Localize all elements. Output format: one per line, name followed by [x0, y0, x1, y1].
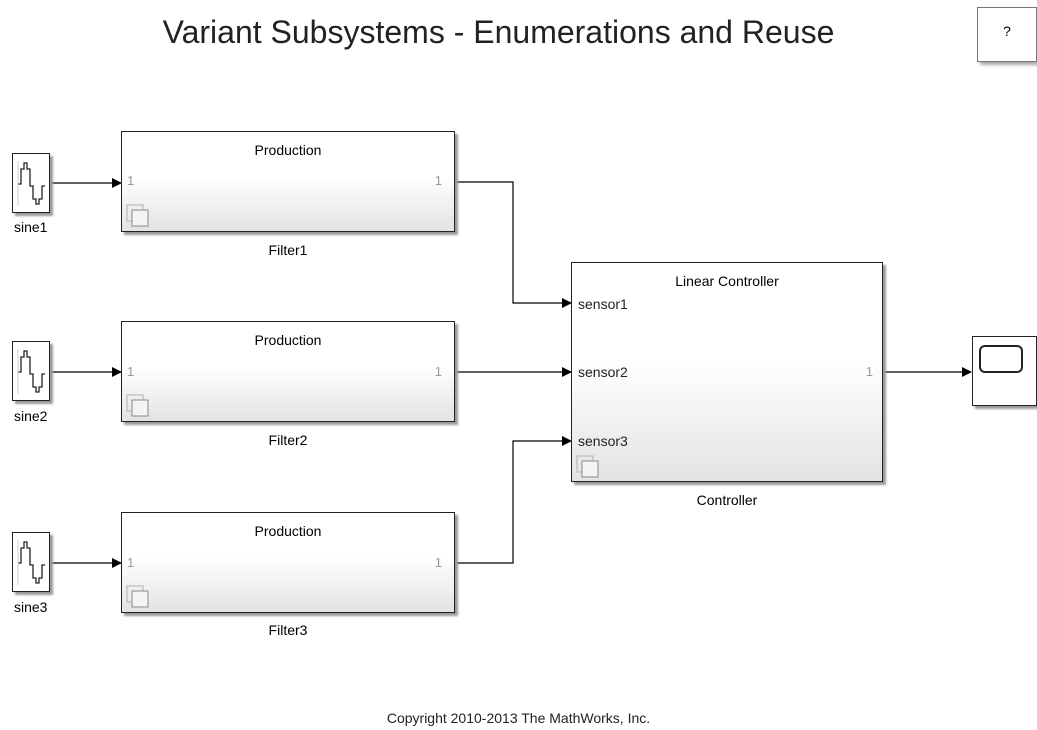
- in-port-label: 1: [127, 173, 135, 188]
- controller-name: Controller: [696, 492, 758, 508]
- sensor3-port-label: sensor3: [578, 433, 628, 449]
- variant-subsystem-icon: [576, 455, 599, 478]
- variant-label: Linear Controller: [675, 273, 779, 289]
- variant-subsystem-icon: [126, 585, 149, 608]
- filter-subsystem-block[interactable]: Production 1 1: [121, 131, 455, 232]
- variant-subsystem-icon: [126, 394, 149, 417]
- scope-icon: [979, 345, 1023, 373]
- diagram-title: Variant Subsystems - Enumerations and Re…: [162, 14, 835, 50]
- out-port-label: 1: [865, 364, 873, 379]
- filter3-name: Filter3: [268, 622, 308, 638]
- scope-block[interactable]: [972, 336, 1037, 406]
- wire-filter3-controller: [455, 436, 572, 564]
- sine-wave-icon: [17, 349, 45, 394]
- copyright-text: Copyright 2010-2013 The MathWorks, Inc.: [386, 710, 651, 726]
- sine-wave-icon: [17, 161, 45, 206]
- variant-label: Production: [254, 332, 322, 348]
- filter-subsystem-block[interactable]: Production 1 1: [121, 321, 455, 422]
- sine-source-block[interactable]: [12, 153, 50, 213]
- wire-filter1-controller: [455, 181, 572, 308]
- sine-wave-icon: [17, 540, 45, 585]
- variant-label: Production: [254, 523, 322, 539]
- sine-source-block[interactable]: [12, 341, 50, 401]
- variant-label: Production: [254, 142, 322, 158]
- sine-source-block[interactable]: [12, 532, 50, 592]
- variant-subsystem-icon: [126, 204, 149, 227]
- sine1-label: sine1: [14, 219, 48, 235]
- filter2-name: Filter2: [268, 432, 308, 448]
- filter-subsystem-block[interactable]: Production 1 1: [121, 512, 455, 613]
- filter1-name: Filter1: [268, 242, 308, 258]
- in-port-label: 1: [127, 364, 135, 379]
- out-port-label: 1: [434, 364, 442, 379]
- sine2-label: sine2: [14, 408, 48, 424]
- out-port-label: 1: [434, 555, 442, 570]
- in-port-label: 1: [127, 555, 135, 570]
- sine3-label: sine3: [14, 599, 48, 615]
- sensor2-port-label: sensor2: [578, 364, 628, 380]
- sensor1-port-label: sensor1: [578, 296, 628, 312]
- controller-subsystem-block[interactable]: Linear Controller sensor1 sensor2 sensor…: [571, 262, 883, 482]
- help-button[interactable]: ?: [977, 7, 1037, 62]
- out-port-label: 1: [434, 173, 442, 188]
